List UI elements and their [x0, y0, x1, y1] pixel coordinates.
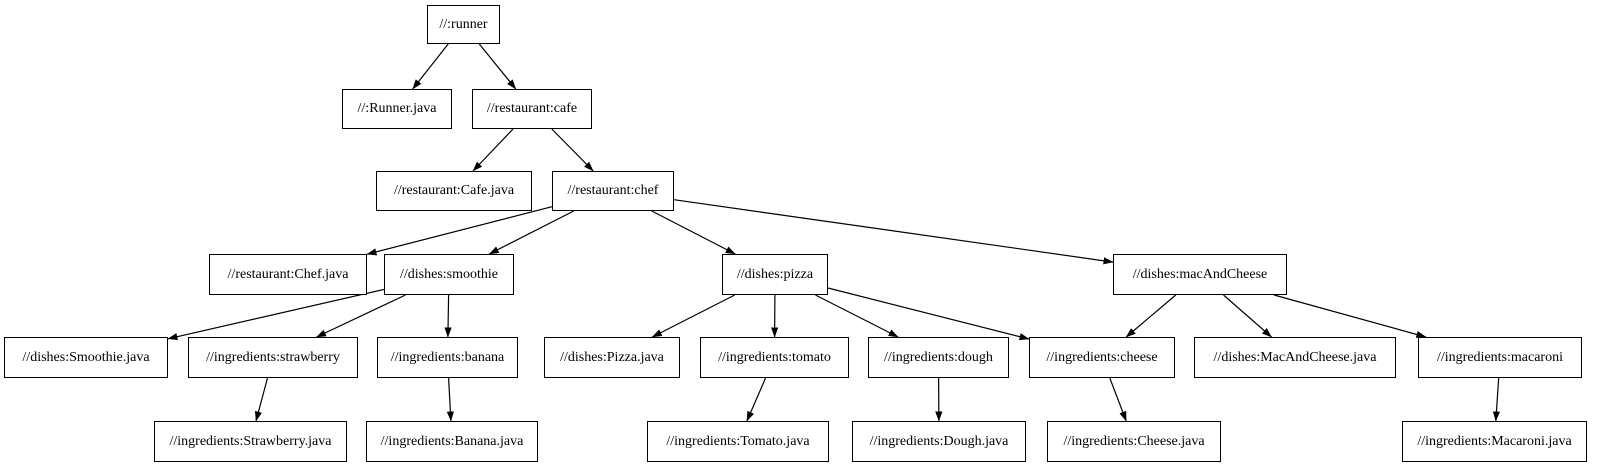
- edge-chef-smoothie: [488, 210, 574, 255]
- graph-node-pizza: //dishes:pizza: [722, 254, 828, 295]
- edge-pizza-pizza_java: [651, 294, 735, 338]
- graph-node-mac_and_cheese_java: //dishes:MacAndCheese.java: [1194, 337, 1396, 378]
- graph-node-tomato: //ingredients:tomato: [700, 337, 849, 378]
- graph-node-cafe_java: //restaurant:Cafe.java: [376, 171, 532, 211]
- edge-runner-runner_java: [412, 43, 449, 90]
- graph-node-smoothie_java: //dishes:Smoothie.java: [4, 337, 168, 378]
- edge-smoothie-banana: [444, 294, 452, 338]
- graph-node-cafe: //restaurant:cafe: [472, 89, 592, 129]
- graph-node-banana_java: //ingredients:Banana.java: [366, 421, 538, 462]
- edge-chef-mac_and_cheese: [673, 199, 1114, 265]
- graph-node-macaroni_java: //ingredients:Macaroni.java: [1402, 421, 1587, 462]
- graph-node-smoothie: //dishes:smoothie: [384, 254, 514, 295]
- edge-chef-pizza: [651, 210, 736, 255]
- edge-mac_and_cheese-mac_and_cheese_java: [1223, 294, 1272, 338]
- graph-node-chef: //restaurant:chef: [552, 171, 674, 211]
- edge-pizza-cheese: [827, 287, 1030, 341]
- edge-macaroni-macaroni_java: [1492, 377, 1501, 422]
- graph-node-chef_java: //restaurant:Chef.java: [209, 254, 367, 295]
- edge-pizza-dough: [815, 294, 899, 338]
- edge-cafe-chef: [551, 128, 594, 172]
- edge-tomato-tomato_java: [746, 377, 767, 422]
- edge-banana-banana_java: [446, 377, 454, 422]
- edge-mac_and_cheese-cheese: [1125, 294, 1177, 338]
- graph-node-banana: //ingredients:banana: [377, 337, 518, 378]
- edge-smoothie-strawberry: [316, 294, 406, 338]
- edge-smoothie-smoothie_java: [167, 288, 385, 341]
- edge-mac_and_cheese-macaroni: [1273, 294, 1427, 338]
- graph-node-dough: //ingredients:dough: [868, 337, 1009, 378]
- graph-node-pizza_java: //dishes:Pizza.java: [544, 337, 680, 378]
- edge-cafe-cafe_java: [472, 128, 514, 172]
- edges-group: [167, 43, 1501, 422]
- edge-strawberry-strawberry_java: [254, 377, 269, 422]
- graph-node-cheese_java: //ingredients:Cheese.java: [1047, 421, 1221, 462]
- edge-cheese-cheese_java: [1109, 377, 1127, 422]
- graph-node-mac_and_cheese: //dishes:macAndCheese: [1113, 254, 1287, 295]
- graph-node-tomato_java: //ingredients:Tomato.java: [647, 421, 829, 462]
- graph-node-dough_java: //ingredients:Dough.java: [852, 421, 1026, 462]
- graph-node-macaroni: //ingredients:macaroni: [1418, 337, 1582, 378]
- edge-chef-chef_java: [366, 206, 553, 256]
- graph-node-cheese: //ingredients:cheese: [1029, 337, 1175, 378]
- graph-node-runner_java: //:Runner.java: [342, 89, 452, 129]
- edge-runner-cafe: [478, 43, 517, 90]
- graph-node-runner: //:runner: [427, 5, 500, 44]
- graph-node-strawberry: //ingredients:strawberry: [188, 337, 358, 378]
- graph-node-strawberry_java: //ingredients:Strawberry.java: [154, 421, 347, 462]
